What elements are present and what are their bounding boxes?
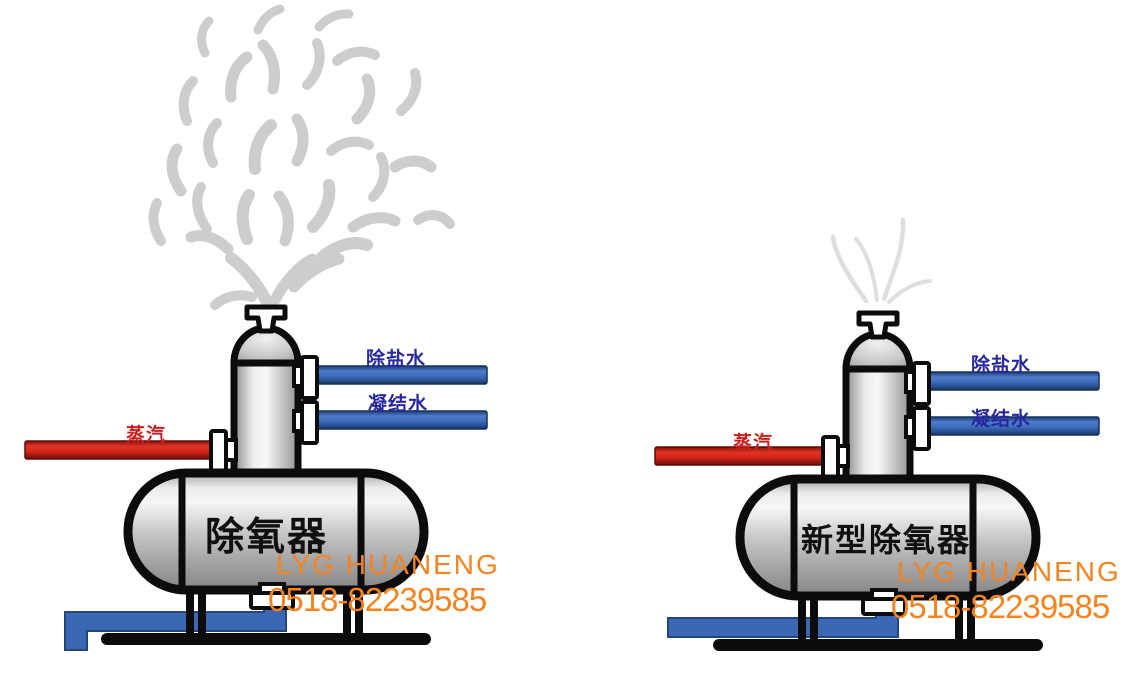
label-demineralized-water-left: 除盐水 bbox=[366, 349, 427, 370]
label-demineralized-water-right: 除盐水 bbox=[971, 355, 1032, 376]
watermark-phone-left: 0518-82239585 bbox=[268, 581, 487, 618]
label-condensate-water-left: 凝结水 bbox=[368, 394, 429, 415]
label-steam-left: 蒸汽 bbox=[126, 425, 167, 446]
label-condensate-water-right: 凝结水 bbox=[971, 409, 1032, 430]
left-deaerator-unit bbox=[24, 4, 487, 651]
watermark-company-right: LYG HUANENG bbox=[897, 556, 1121, 587]
watermark-phone-right: 0518-82239585 bbox=[891, 588, 1110, 625]
watermark-company-left: LYG HUANENG bbox=[276, 549, 500, 580]
steam-pipe bbox=[24, 440, 217, 460]
label-steam-right: 蒸汽 bbox=[733, 433, 774, 454]
right-deaerator-unit bbox=[654, 217, 1099, 651]
steam-wisps-small bbox=[830, 217, 932, 304]
vessel-title-left: 除氧器 bbox=[205, 516, 329, 559]
vessel-title-right: 新型除氧器 bbox=[801, 522, 972, 558]
steam-plume-large bbox=[148, 4, 455, 310]
drain-pipe bbox=[64, 599, 287, 651]
